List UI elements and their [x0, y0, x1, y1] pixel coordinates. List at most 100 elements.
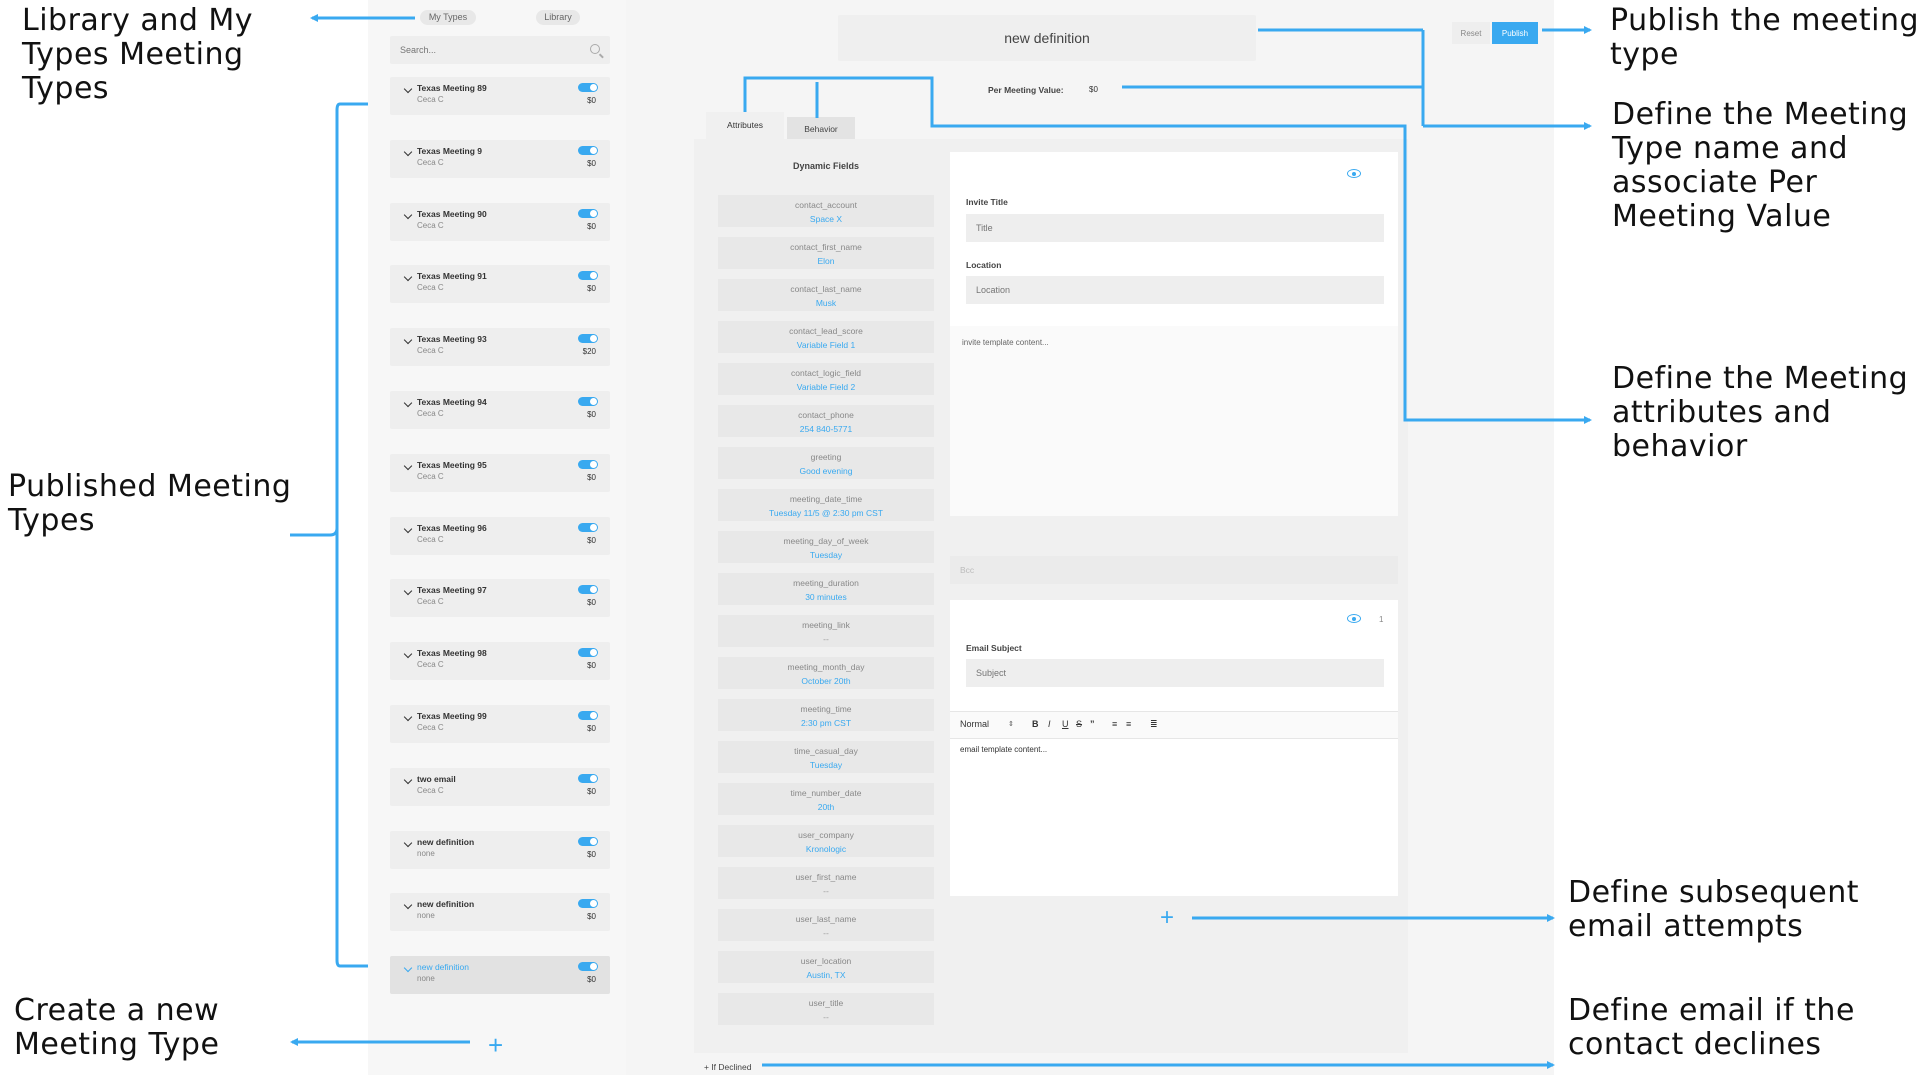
publish-toggle[interactable] [578, 83, 598, 92]
publish-toggle[interactable] [578, 836, 598, 846]
underline-button[interactable]: U [1062, 719, 1069, 729]
format-select-arrow-icon[interactable]: ⇕ [1008, 721, 1014, 728]
bcc-input[interactable]: Bcc [950, 556, 1398, 584]
format-select[interactable]: Normal [960, 719, 990, 729]
publish-toggle[interactable] [578, 334, 598, 344]
dynamic-field[interactable]: meeting_link-- [718, 615, 934, 647]
if-declined-button[interactable]: + If Declined [704, 1062, 752, 1072]
meeting-type-price: $0 [587, 598, 596, 608]
publish-toggle[interactable] [578, 522, 598, 532]
dynamic-field-value: 254 840-5771 [799, 424, 853, 434]
meeting-type-name: Texas Meeting 90 [417, 208, 487, 219]
clear-format-icon[interactable]: ≣ [1150, 719, 1158, 729]
publish-toggle[interactable] [578, 459, 598, 469]
bold-button[interactable]: B [1032, 719, 1039, 729]
publish-toggle[interactable] [578, 899, 598, 909]
tab-behavior[interactable]: Behavior [787, 117, 855, 139]
ordered-list-icon[interactable]: ≡ [1112, 719, 1118, 729]
tab-my-types[interactable]: My Types [420, 10, 476, 25]
invite-title-input[interactable] [966, 214, 1384, 242]
dynamic-field[interactable]: user_last_name-- [718, 909, 934, 941]
publish-toggle[interactable] [578, 145, 598, 155]
dynamic-field-key: contact_first_name [790, 242, 862, 252]
dynamic-field-key: meeting_link [802, 620, 850, 630]
publish-toggle[interactable] [578, 397, 598, 406]
strike-button[interactable]: S [1076, 719, 1083, 729]
invite-content-editor[interactable]: invite template content... [950, 326, 1398, 516]
publish-toggle[interactable] [578, 711, 598, 720]
dynamic-field-value: 30 minutes [805, 592, 847, 602]
dynamic-field-key: user_first_name [795, 872, 857, 882]
publish-toggle[interactable] [578, 773, 598, 783]
meeting-type-name: new definition [417, 899, 475, 910]
publish-toggle[interactable] [578, 585, 598, 595]
dynamic-field[interactable]: user_title-- [718, 993, 934, 1025]
quote-button[interactable]: ” [1090, 719, 1095, 729]
eye-icon[interactable] [1347, 614, 1361, 623]
publish-toggle[interactable] [578, 208, 598, 218]
tab-library[interactable]: Library [536, 10, 580, 25]
location-input[interactable] [966, 276, 1384, 304]
tab-attributes[interactable]: Attributes [706, 112, 784, 139]
invite-content-text: invite template content... [962, 338, 1049, 347]
add-attempt-button[interactable]: + [1160, 904, 1175, 931]
meeting-type-price: $0 [587, 221, 596, 231]
meeting-type-name: Texas Meeting 98 [417, 648, 487, 659]
publish-button[interactable]: Publish [1492, 22, 1538, 44]
annotation-library: Library and My Types Meeting Types [22, 3, 254, 106]
publish-toggle[interactable] [578, 962, 598, 972]
dynamic-field-value: Variable Field 2 [796, 382, 856, 392]
meeting-type-price: $0 [587, 912, 596, 922]
meeting-type-price: $0 [587, 786, 596, 796]
publish-toggle[interactable] [578, 648, 598, 658]
italic-button[interactable]: I [1048, 719, 1051, 729]
reset-button[interactable]: Reset [1452, 22, 1490, 44]
bullet-list-icon[interactable]: ≡ [1126, 719, 1132, 729]
search-icon[interactable] [590, 44, 600, 54]
search-input[interactable] [390, 36, 580, 64]
meeting-type-owner: Ceca C [417, 597, 444, 607]
meeting-type-price: $0 [587, 975, 596, 985]
per-meeting-value-input[interactable]: $0 [1089, 85, 1098, 94]
publish-toggle[interactable] [578, 271, 598, 281]
add-meeting-type-button[interactable]: + [488, 1030, 504, 1060]
dynamic-field-value: October 20th [801, 676, 851, 686]
definition-name-input[interactable]: new definition [838, 15, 1256, 61]
eye-icon[interactable] [1347, 169, 1361, 178]
meeting-type-owner: Ceca C [417, 346, 444, 356]
email-subject-input[interactable] [966, 659, 1384, 687]
email-content-text[interactable]: email template content... [960, 745, 1048, 754]
dynamic-field[interactable]: user_first_name-- [718, 867, 934, 899]
